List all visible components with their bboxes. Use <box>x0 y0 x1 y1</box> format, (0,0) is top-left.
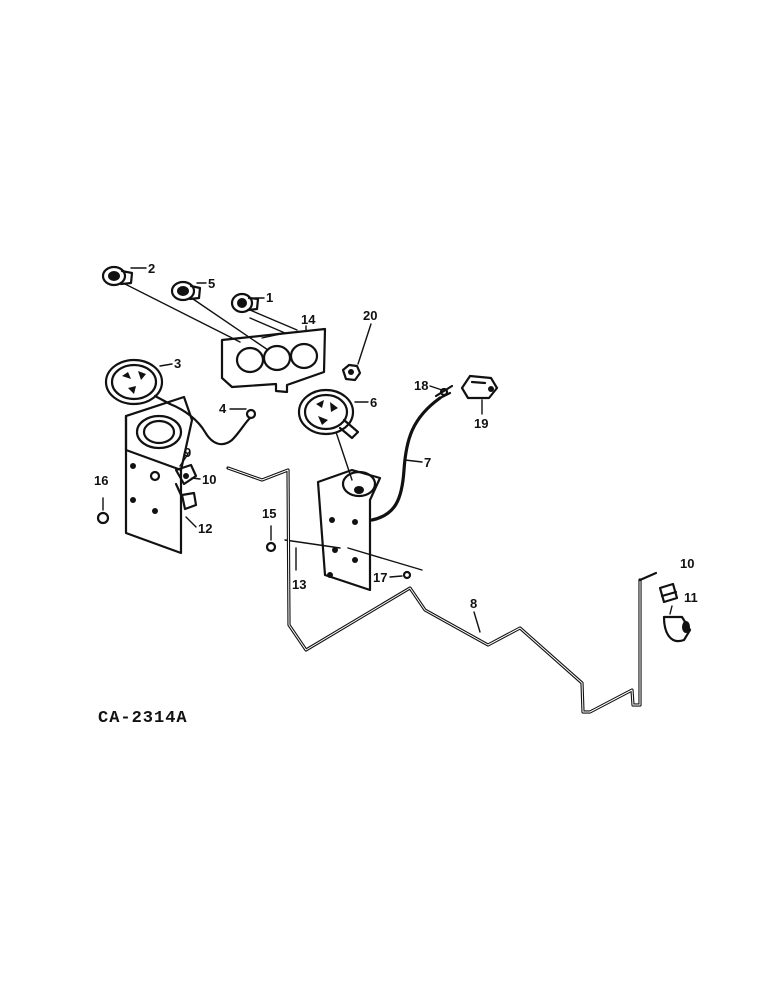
svg-text:3: 3 <box>174 356 181 371</box>
cable-part-7 <box>370 396 442 522</box>
svg-text:10: 10 <box>202 472 216 487</box>
callout-3: 3 <box>174 356 181 371</box>
callout-10-right: 10 <box>680 556 694 571</box>
tube-part-8 <box>226 466 658 714</box>
svg-text:16: 16 <box>94 473 108 488</box>
fitting-part-9-10-left <box>174 463 198 511</box>
svg-text:10: 10 <box>680 556 694 571</box>
callout-18: 18 <box>414 378 428 393</box>
svg-text:2: 2 <box>148 261 155 276</box>
callout-14: 14 <box>301 312 316 331</box>
callout-13: 13 <box>292 577 306 592</box>
bracket-center <box>316 468 382 592</box>
callout-2: 2 <box>130 261 155 276</box>
svg-text:11: 11 <box>684 590 698 605</box>
callout-16: 16 <box>94 473 108 488</box>
callout-20: 20 <box>357 308 377 365</box>
washer-part-16 <box>96 511 110 525</box>
callout-11: 11 <box>684 590 698 605</box>
callout-8: 8 <box>470 596 477 611</box>
connector-part-18 <box>434 384 454 398</box>
switch-part-19 <box>460 374 499 400</box>
washer-part-15 <box>265 541 277 553</box>
panel-part-14 <box>220 327 327 394</box>
elbow-part-11 <box>662 615 692 643</box>
svg-text:5: 5 <box>208 276 215 291</box>
gauge-part-3 <box>104 358 172 406</box>
callout-7: 7 <box>424 455 431 470</box>
sender-part-4 <box>168 402 257 446</box>
svg-text:9: 9 <box>184 445 191 460</box>
svg-text:18: 18 <box>414 378 428 393</box>
nut-part-20 <box>341 363 362 382</box>
callout-12: 12 <box>198 521 212 536</box>
svg-text:7: 7 <box>424 455 431 470</box>
svg-text:14: 14 <box>301 312 316 327</box>
gauge-part-5 <box>170 280 202 302</box>
svg-text:12: 12 <box>198 521 212 536</box>
callout-17: 17 <box>373 570 403 585</box>
svg-text:6: 6 <box>370 395 377 410</box>
gauge-part-1 <box>230 292 260 314</box>
svg-text:15: 15 <box>262 506 276 521</box>
svg-text:17: 17 <box>373 570 387 585</box>
bracket-part-12 <box>124 395 194 555</box>
callout-15: 15 <box>262 506 276 521</box>
callout-4: 4 <box>219 401 227 416</box>
callout-9: 9 <box>184 445 191 460</box>
fitting-part-10-right <box>658 582 679 604</box>
svg-text:8: 8 <box>470 596 477 611</box>
gauge-part-6 <box>297 388 360 440</box>
svg-text:1: 1 <box>266 290 273 305</box>
callout-6: 6 <box>370 395 377 410</box>
svg-text:4: 4 <box>219 401 227 416</box>
drawing-code: CA-2314A <box>98 709 188 728</box>
callout-10-left: 10 <box>202 472 216 487</box>
svg-text:19: 19 <box>474 416 488 431</box>
svg-text:13: 13 <box>292 577 306 592</box>
svg-text:20: 20 <box>363 308 377 323</box>
gauge-part-2 <box>101 265 134 287</box>
callout-1: 1 <box>254 290 273 305</box>
callout-5: 5 <box>196 276 215 291</box>
washer-part-17 <box>402 570 412 580</box>
callout-19: 19 <box>474 399 488 431</box>
